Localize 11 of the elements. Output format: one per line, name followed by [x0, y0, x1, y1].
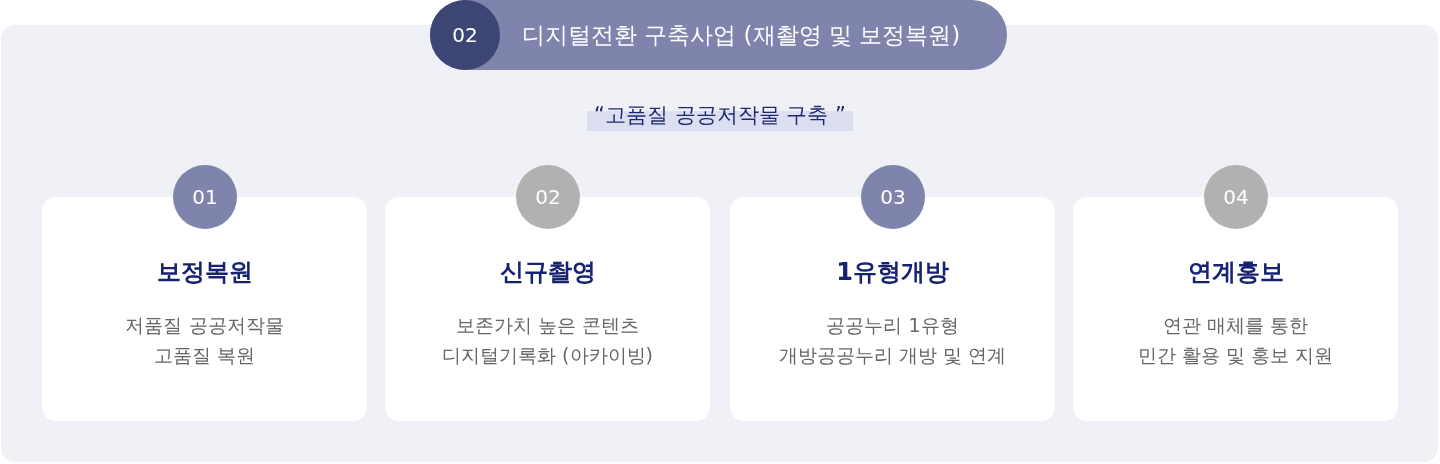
card-text: 공공누리 1유형 개방공공누리 개방 및 연계 — [778, 313, 1007, 368]
number-circle: 02 — [430, 0, 500, 70]
card-text: 연관 매체를 통한 민간 활용 및 홍보 지원 — [1137, 313, 1334, 368]
title-text: 디지털전환 구축사업 (재촬영 및 보정복원) — [522, 21, 961, 50]
card-title: 보정복원 — [156, 257, 253, 287]
card-title: 연계홍보 — [1187, 257, 1284, 287]
card-text: 보존가치 높은 콘텐츠 디지털기록화 (아카이빙) — [442, 313, 653, 368]
card-title: 1유형개방 — [836, 257, 949, 287]
card-title: 신규촬영 — [499, 257, 596, 287]
subtitle: “고품질 공공저작물 구축 ” — [587, 100, 853, 131]
card-text: 저품질 공공저작물 고품질 복원 — [125, 313, 284, 368]
